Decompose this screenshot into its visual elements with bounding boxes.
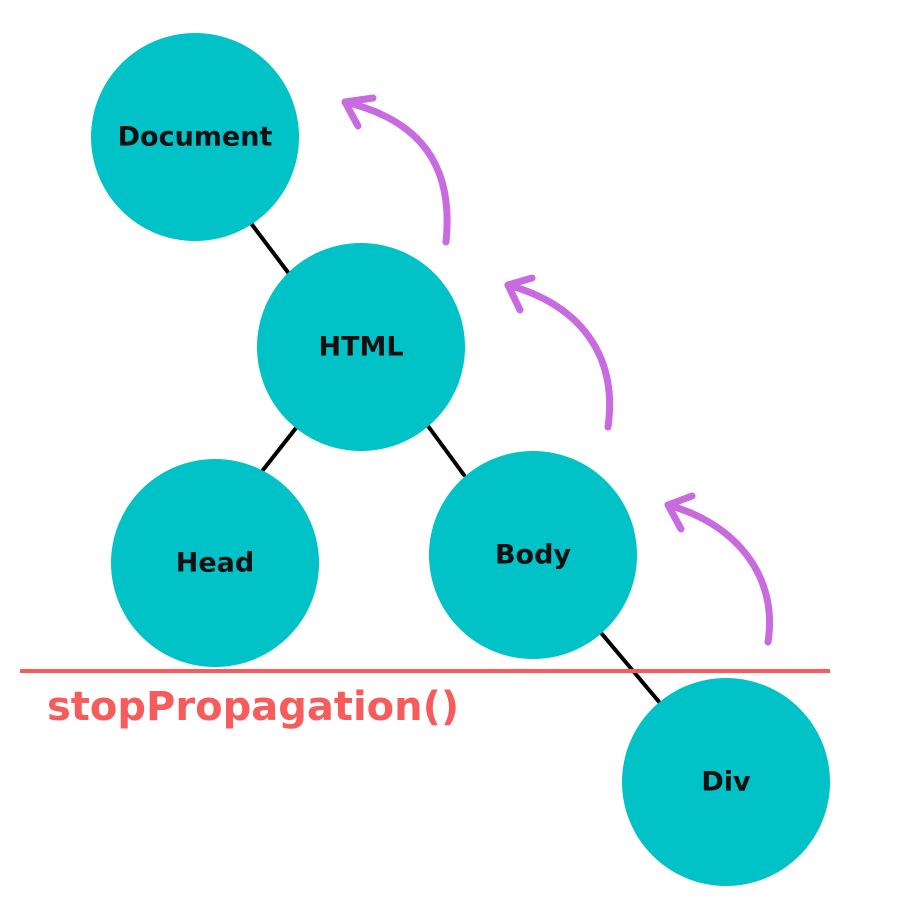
- tree-edges: [248, 220, 662, 705]
- tree-nodes: Document HTML Head Body Div: [91, 33, 830, 886]
- barrier-label: stopPropagation(): [47, 684, 459, 730]
- node-document: Document: [91, 33, 299, 241]
- node-head: Head: [111, 459, 319, 667]
- node-label-body: Body: [495, 540, 571, 571]
- node-label-document: Document: [118, 122, 273, 153]
- edge-html-head: [261, 426, 298, 472]
- stop-propagation-barrier: stopPropagation(): [20, 669, 830, 730]
- edge-document-html: [248, 220, 292, 277]
- node-html: HTML: [257, 243, 465, 451]
- arrow-html-to-document: [341, 94, 451, 246]
- node-label-div: Div: [701, 767, 751, 798]
- node-label-html: HTML: [318, 332, 403, 363]
- arrow-div-to-body: [664, 492, 773, 646]
- node-div: Div: [622, 678, 830, 886]
- edge-body-div: [600, 632, 662, 705]
- arrow-body-to-html: [504, 274, 613, 431]
- node-body: Body: [429, 451, 637, 659]
- propagation-arrows: [341, 94, 773, 646]
- node-label-head: Head: [176, 548, 254, 579]
- edge-html-body: [426, 424, 466, 477]
